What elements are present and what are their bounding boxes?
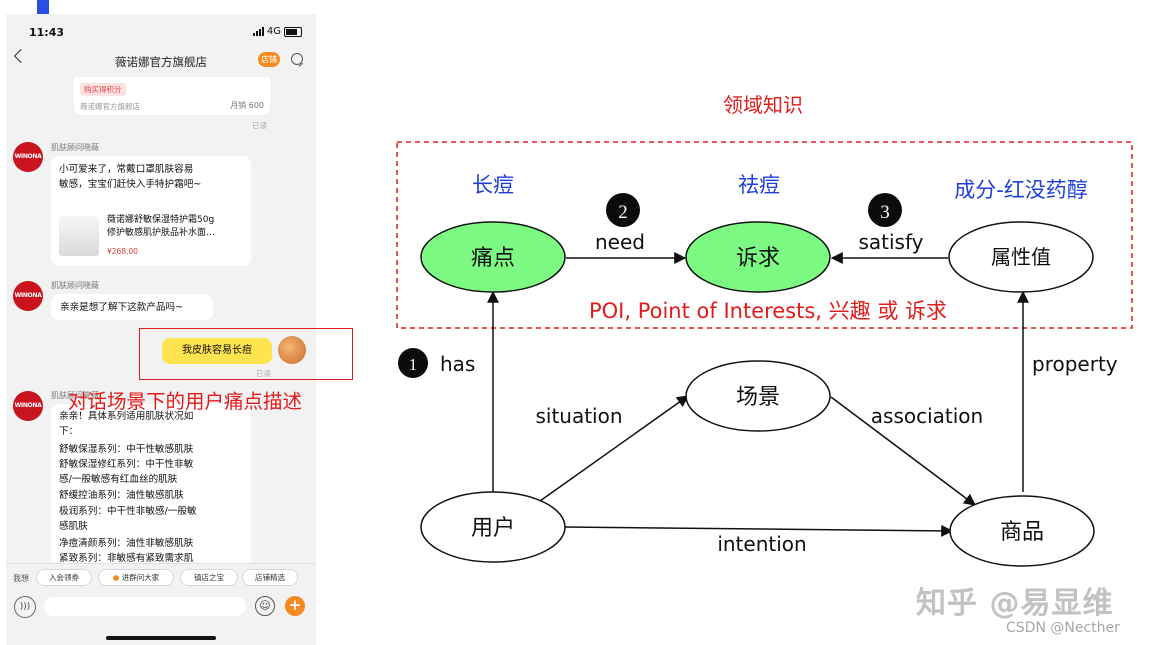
csdn-credit: CSDN @Necther [1006,620,1120,636]
step-marker-2 [606,193,640,227]
message-line: 紧致系列：非敏感有紧致需求肌 [59,553,194,564]
network-label: 4G [266,26,281,37]
signal-icon [252,27,264,36]
advisor-avatar[interactable]: WINONA [13,391,43,421]
sender-name: 肌肤顾问晓薇 [51,281,99,290]
step-marker-1 [398,348,428,378]
message-line: 舒敏保湿修红系列：中干性非敏 [59,459,194,470]
edge-association [830,396,976,506]
read-mark: 已读 [256,369,271,378]
edge-intention [564,524,954,537]
domain-title: 领域知识 [723,93,803,117]
order-card[interactable]: 购买得积分 薇诺娜官方旗舰店 月销 600 [74,77,270,115]
callout-text: 对话场景下的用户痛点描述 [68,390,303,413]
callout-highlight-box [139,328,353,380]
quick-action-bar: 我想 入会领券 ● 进群问大家 镇店之宝 店铺精选 [6,563,316,592]
edge-label-association: association [871,404,983,428]
chip-label: 进群问大家 [121,573,160,582]
step-number: 1 [409,355,418,374]
product-thumbnail [59,216,99,256]
domain-knowledge-frame [396,141,1133,329]
product-price: ¥268.00 [107,247,139,256]
home-indicator [106,636,216,640]
attr-note: 成分-红没药醇 [954,178,1088,202]
plus-icon[interactable]: + [285,596,305,616]
step-number: 3 [880,202,890,223]
node-scene-label: 场景 [736,385,780,410]
message-line: 亲亲是想了解下这款产品吗~ [60,302,184,313]
step-number: 2 [618,202,628,223]
edge-label-situation: situation [535,404,622,428]
message-input[interactable] [44,597,246,616]
corner-mark [37,0,49,14]
node-need [685,221,831,293]
message-bubble[interactable]: 亲亲是想了解下这款产品吗~ [51,294,213,320]
message-line: 极润系列：中干性非敏感/一般敏 [59,506,197,517]
advisor-avatar[interactable]: WINONA [13,281,43,311]
message-line: 下： [59,426,79,437]
status-time: 11:43 [29,26,65,39]
chip-join-group[interactable]: ● 进群问大家 [98,569,174,586]
node-product [949,495,1095,567]
battery-icon [284,26,302,37]
user-avatar[interactable] [278,336,306,364]
emoji-icon[interactable]: ☺ [255,596,275,616]
node-product-label: 商品 [1000,520,1044,545]
group-icon: ● [112,573,120,582]
chip-coupon[interactable]: 入会领券 [36,569,92,586]
nav-bar: 薇诺娜官方旗舰店 店铺 [6,46,316,76]
message-line: 感肌肤 [59,521,88,532]
edge-label-has: has [440,352,475,376]
message-line: 净痘清颜系列：油性非敏感肌肤 [59,538,194,549]
quick-label: 我想 [13,574,29,583]
message-line: 舒缓控油系列：油性敏感肌肤 [59,490,184,501]
message-line: 敏感，宝宝们赶快入手特护霜吧~ [59,179,202,190]
message-line: 舒敏保湿系列：中干性敏感肌肤 [59,444,194,455]
person-icon[interactable] [291,53,303,65]
status-indicators: 4G [252,26,302,37]
poi-note: POI, Point of Interests, 兴趣 或 诉求 [589,299,947,323]
message-bubble[interactable]: 小可爱来了，常戴口罩肌肤容易 敏感，宝宝们赶快入手特护霜吧~ 薇诺娜舒敏保湿特护… [51,156,251,266]
edge-label-intention: intention [717,532,806,556]
order-sales: 月销 600 [230,101,264,110]
sender-name: 肌肤顾问晓薇 [51,143,99,152]
input-bar: ))) ☺ + [6,591,316,623]
message-line: 小可爱来了，常戴口罩肌肤容易 [59,164,194,175]
voice-icon[interactable]: ))) [14,596,36,618]
store-button[interactable]: 店铺 [258,52,280,67]
edge-label-satisfy: satisfy [858,230,923,254]
node-pain-label: 痛点 [471,246,515,271]
node-pain [420,221,566,293]
pain-note: 长痘 [472,173,514,197]
node-user-label: 用户 [471,516,515,541]
node-user [420,491,566,563]
read-mark: 已读 [252,121,267,130]
chip-featured[interactable]: 店铺精选 [242,569,298,586]
step-marker-3 [868,193,902,227]
node-scene [685,360,831,432]
product-title-line: 修护敏感肌护肤品补水面… [107,228,216,238]
node-attr [948,221,1094,293]
edge-label-property: property [1032,352,1118,376]
advisor-avatar[interactable]: WINONA [13,142,43,172]
zhihu-watermark: 知乎 @易显维 [916,586,1114,621]
node-need-label: 诉求 [736,246,780,271]
product-title-line: 薇诺娜舒敏保湿特护霜50g [107,215,215,225]
chip-treasure[interactable]: 镇店之宝 [180,569,238,586]
message-bubble[interactable]: 亲亲！具体系列适用肌肤状况如 下： 舒敏保湿系列：中干性敏感肌肤 舒敏保湿修红系… [51,404,251,564]
sender-name: 肌肤顾问晓薇 [51,391,99,400]
message-line: 亲亲！具体系列适用肌肤状况如 [59,411,194,422]
points-tag: 购买得积分 [80,83,126,96]
need-note: 祛痘 [738,173,780,197]
phone-screenshot: 11:43 4G 薇诺娜官方旗舰店 店铺 购买得积分 薇诺娜官方旗舰店 月销 6… [6,14,316,645]
message-line: 感/一般敏感有红血丝的肌肤 [59,474,178,485]
node-attr-label: 属性值 [991,245,1051,269]
order-shop-name: 薇诺娜官方旗舰店 [80,102,140,111]
edge-label-need: need [595,230,645,254]
edge-situation [539,395,689,502]
my-message-bubble[interactable]: 我皮肤容易长痘 [162,338,272,364]
shop-title: 薇诺娜官方旗舰店 [115,55,207,69]
